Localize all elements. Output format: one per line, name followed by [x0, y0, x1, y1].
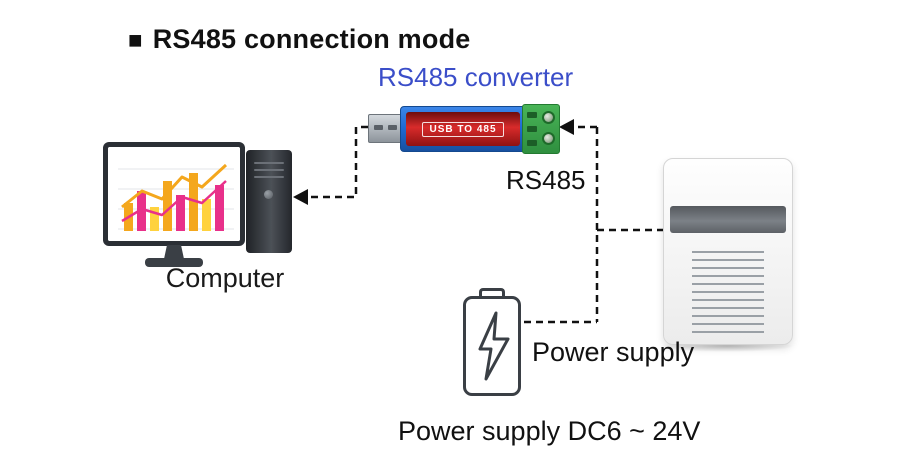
battery-icon	[463, 296, 521, 396]
lightning-icon	[478, 311, 510, 381]
arrowhead-to-converter	[559, 119, 574, 135]
tower-vent	[254, 169, 284, 171]
monitor-base	[145, 258, 203, 267]
terminal-screw-icon	[542, 132, 555, 145]
rs485-bus-label: RS485	[506, 165, 586, 195]
monitor-screen	[108, 147, 240, 241]
sensor-vents	[692, 251, 764, 333]
arrowhead-to-computer	[293, 189, 308, 205]
page-title: ■ RS485 connection mode	[128, 24, 470, 55]
title-bullet-icon: ■	[128, 27, 143, 54]
usb-plug-hole	[388, 125, 397, 130]
computer-label: Computer	[165, 263, 285, 293]
converter-red-panel: USB TO 485	[406, 112, 520, 146]
usb-converter-icon: USB TO 485	[368, 104, 560, 154]
terminal-screw-icon	[542, 111, 555, 124]
tower-vent	[254, 176, 284, 178]
computer-icon	[103, 142, 245, 246]
computer-tower-icon	[246, 150, 292, 253]
usb-plug-icon	[368, 114, 404, 143]
screen-chart-icon	[108, 147, 240, 241]
sensor-icon	[663, 158, 793, 345]
usb-plug-hole	[374, 125, 383, 130]
terminal-slot	[527, 140, 537, 146]
converter-device-text: USB TO 485	[422, 121, 504, 137]
terminal-slot	[527, 126, 537, 132]
converter-body: USB TO 485	[400, 106, 526, 152]
converter-label: RS485 converter	[378, 62, 574, 92]
terminal-block-icon	[522, 104, 560, 154]
title-text: RS485 connection mode	[152, 24, 471, 54]
tower-vent	[254, 162, 284, 164]
sensor-display-band	[670, 206, 786, 233]
monitor-stand	[164, 245, 184, 259]
cable-converter-to-computer	[308, 125, 368, 199]
power-supply-label: Power supply	[532, 337, 695, 367]
terminal-slot	[527, 112, 537, 118]
battery-cap-icon	[479, 288, 505, 299]
tower-power-button-icon	[264, 190, 273, 199]
power-spec-label: Power supply DC6 ~ 24V	[398, 416, 701, 446]
